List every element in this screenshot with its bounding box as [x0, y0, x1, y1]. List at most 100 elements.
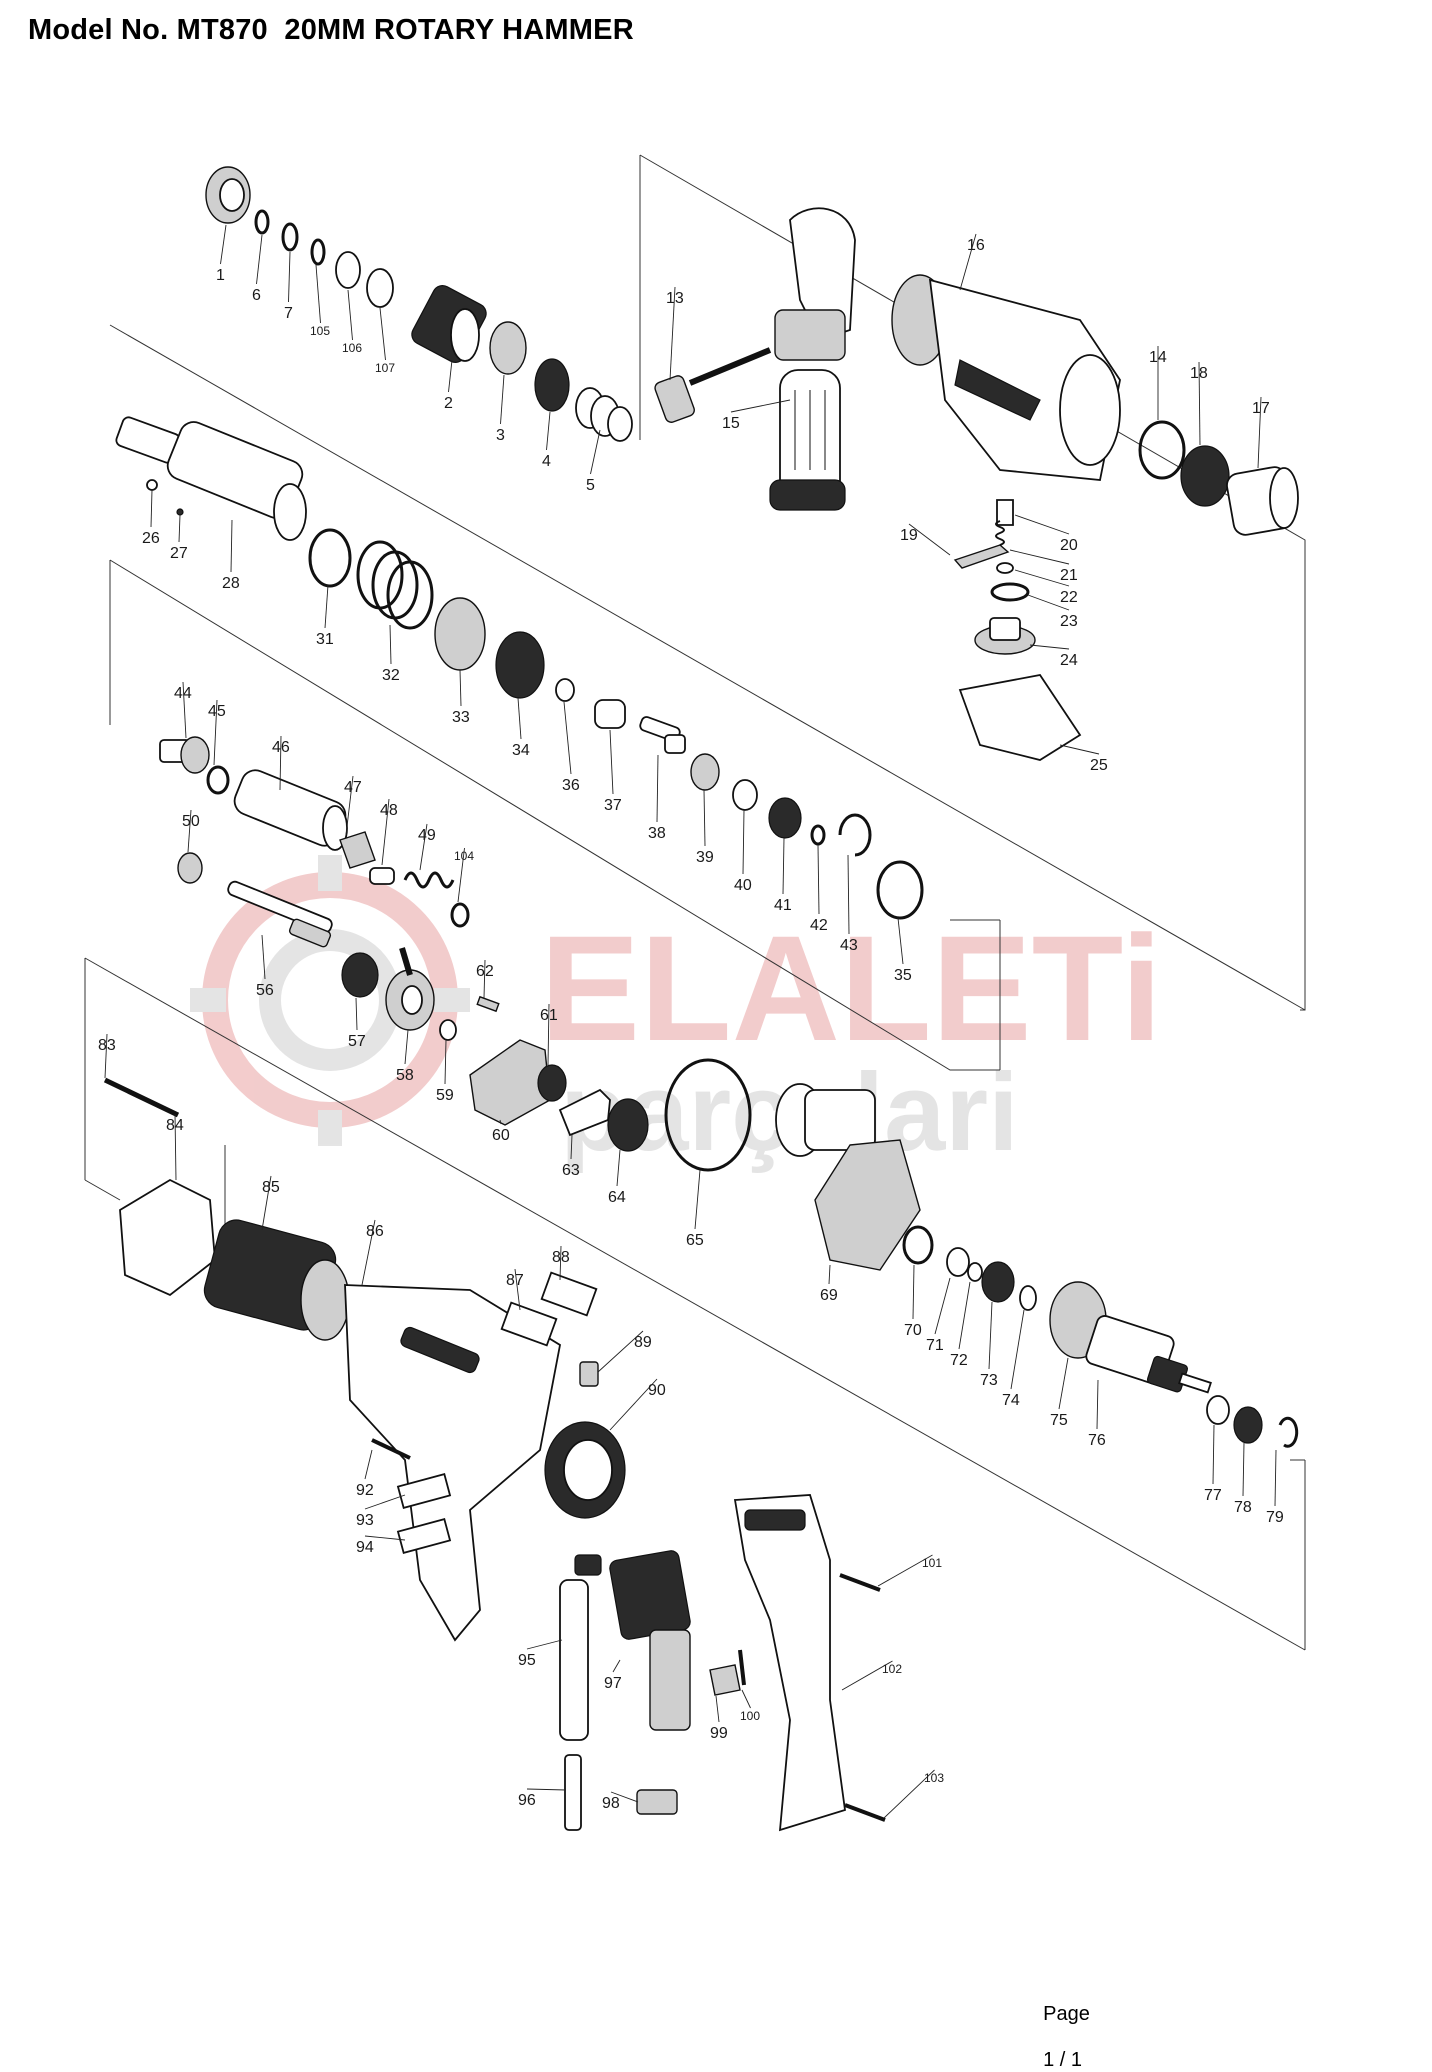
part-105-ring[interactable]	[310, 238, 326, 266]
part-90-brush-holder[interactable]	[544, 1421, 626, 1519]
part-31-ring[interactable]	[308, 528, 352, 588]
part-43-ring[interactable]	[838, 813, 872, 857]
part-36-washer[interactable]	[555, 678, 575, 702]
part-17-sleeve[interactable]	[1225, 465, 1299, 536]
part-4-ring[interactable]	[534, 358, 570, 412]
part-96-cord-guard[interactable]	[564, 1754, 582, 1831]
part-79-ring[interactable]	[1278, 1416, 1299, 1448]
part-64-bearing[interactable]	[607, 1098, 649, 1152]
part-65-o-ring[interactable]	[664, 1058, 752, 1172]
part-22-washer[interactable]	[996, 562, 1014, 574]
part-28-barrel[interactable]	[115, 416, 307, 541]
gear-logo-icon	[190, 855, 470, 1146]
part-70-o-ring[interactable]	[902, 1225, 934, 1265]
leader-line-100	[741, 1689, 751, 1709]
part-6-ring[interactable]	[254, 209, 270, 235]
part-38-striker[interactable]	[639, 716, 686, 754]
part-87-label[interactable]	[500, 1301, 558, 1347]
part-99-clamp[interactable]	[709, 1664, 741, 1696]
part-44-piston[interactable]	[159, 736, 210, 774]
part-27-pin[interactable]	[176, 508, 184, 516]
part-93-label[interactable]	[396, 1473, 452, 1509]
part-107-washer[interactable]	[366, 268, 394, 308]
part-78-bearing[interactable]	[1233, 1406, 1263, 1444]
part-3-washer[interactable]	[489, 321, 527, 375]
part-48-pin[interactable]	[369, 867, 395, 885]
callout-label-64: 64	[608, 1189, 626, 1206]
part-103-screw[interactable]	[844, 1803, 886, 1822]
part-71-ring[interactable]	[946, 1247, 970, 1277]
part-62-screw[interactable]	[476, 995, 500, 1013]
part-83-screw[interactable]	[103, 1077, 180, 1118]
part-74-washer[interactable]	[1019, 1285, 1037, 1311]
part-84-baffle[interactable]	[119, 1178, 216, 1297]
part-95-tube[interactable]	[559, 1554, 602, 1741]
part-56-shaft[interactable]	[226, 880, 333, 948]
page-title: Model No. MT870 20MM ROTARY HAMMER	[28, 14, 634, 46]
part-47-lever[interactable]	[339, 831, 376, 869]
part-63-plate[interactable]	[558, 1088, 611, 1137]
part-102-handle-cover[interactable]	[733, 1494, 846, 1832]
leader-line-19	[908, 523, 951, 556]
part-104-ring[interactable]	[450, 902, 470, 928]
part-72-washer[interactable]	[967, 1262, 983, 1282]
part-21-spring[interactable]	[995, 520, 1005, 546]
part-2-sleeve[interactable]	[408, 282, 489, 366]
part-41-bearing[interactable]	[768, 797, 802, 839]
leader-line-101	[877, 1554, 933, 1587]
part-25-cover[interactable]	[958, 674, 1082, 761]
part-61-bearing[interactable]	[537, 1064, 567, 1102]
part-33-gear[interactable]	[434, 597, 486, 671]
part-73-bearing[interactable]	[981, 1261, 1015, 1303]
callout-label-31: 31	[316, 631, 334, 648]
part-58-gear[interactable]	[385, 947, 435, 1031]
part-59-washer[interactable]	[439, 1019, 457, 1041]
part-37-sleeve[interactable]	[594, 699, 626, 729]
part-85-field[interactable]	[200, 1216, 350, 1341]
part-19-clip[interactable]	[953, 544, 1010, 569]
part-69-inner-housing[interactable]	[775, 1083, 921, 1271]
part-39-bearing[interactable]	[690, 753, 720, 791]
page-label: Page	[1043, 2003, 1090, 2025]
callout-label-7: 7	[284, 305, 293, 322]
part-101-screw[interactable]	[839, 1573, 881, 1592]
part-20-pin[interactable]	[996, 499, 1014, 526]
leader-line-78	[1242, 1442, 1245, 1497]
part-40-washer[interactable]	[732, 779, 758, 811]
part-42-o-ring[interactable]	[810, 824, 826, 846]
part-1-cap[interactable]	[205, 166, 251, 224]
part-76-armature[interactable]	[1049, 1281, 1212, 1394]
part-13-bolt[interactable]	[653, 347, 772, 424]
part-5-boot[interactable]	[575, 387, 633, 442]
leader-line-76	[1096, 1379, 1099, 1430]
part-89-clip[interactable]	[579, 1361, 599, 1387]
part-16-gear-housing[interactable]	[891, 274, 1121, 481]
part-34-clutch[interactable]	[495, 631, 545, 699]
part-49-spring[interactable]	[403, 871, 455, 889]
part-50-bearing[interactable]	[177, 852, 203, 884]
part-45-o-ring[interactable]	[206, 765, 230, 795]
part-98-brush[interactable]	[636, 1789, 678, 1815]
part-77-washer[interactable]	[1206, 1395, 1230, 1425]
part-106-washer[interactable]	[335, 251, 361, 289]
part-92-screw[interactable]	[371, 1438, 411, 1460]
part-88-label[interactable]	[540, 1271, 598, 1317]
part-23-o-ring[interactable]	[990, 582, 1030, 602]
part-26-ball[interactable]	[146, 479, 158, 491]
part-14-o-ring[interactable]	[1138, 420, 1186, 480]
part-15-side-handle[interactable]	[769, 207, 856, 511]
part-35-o-ring[interactable]	[876, 860, 924, 920]
part-97-switch[interactable]	[609, 1550, 692, 1731]
part-57-bearing[interactable]	[341, 952, 379, 998]
part-24-knob[interactable]	[974, 617, 1036, 655]
assembly-frames	[84, 154, 1306, 1651]
part-7-ring[interactable]	[281, 222, 299, 252]
callout-label-48: 48	[380, 802, 398, 819]
part-94-label[interactable]	[396, 1518, 452, 1554]
part-18-ring[interactable]	[1180, 445, 1230, 507]
callout-label-43: 43	[840, 937, 858, 954]
part-32-spring[interactable]	[356, 540, 434, 630]
part-100-screw[interactable]	[738, 1649, 746, 1686]
part-46-cylinder[interactable]	[230, 766, 349, 851]
